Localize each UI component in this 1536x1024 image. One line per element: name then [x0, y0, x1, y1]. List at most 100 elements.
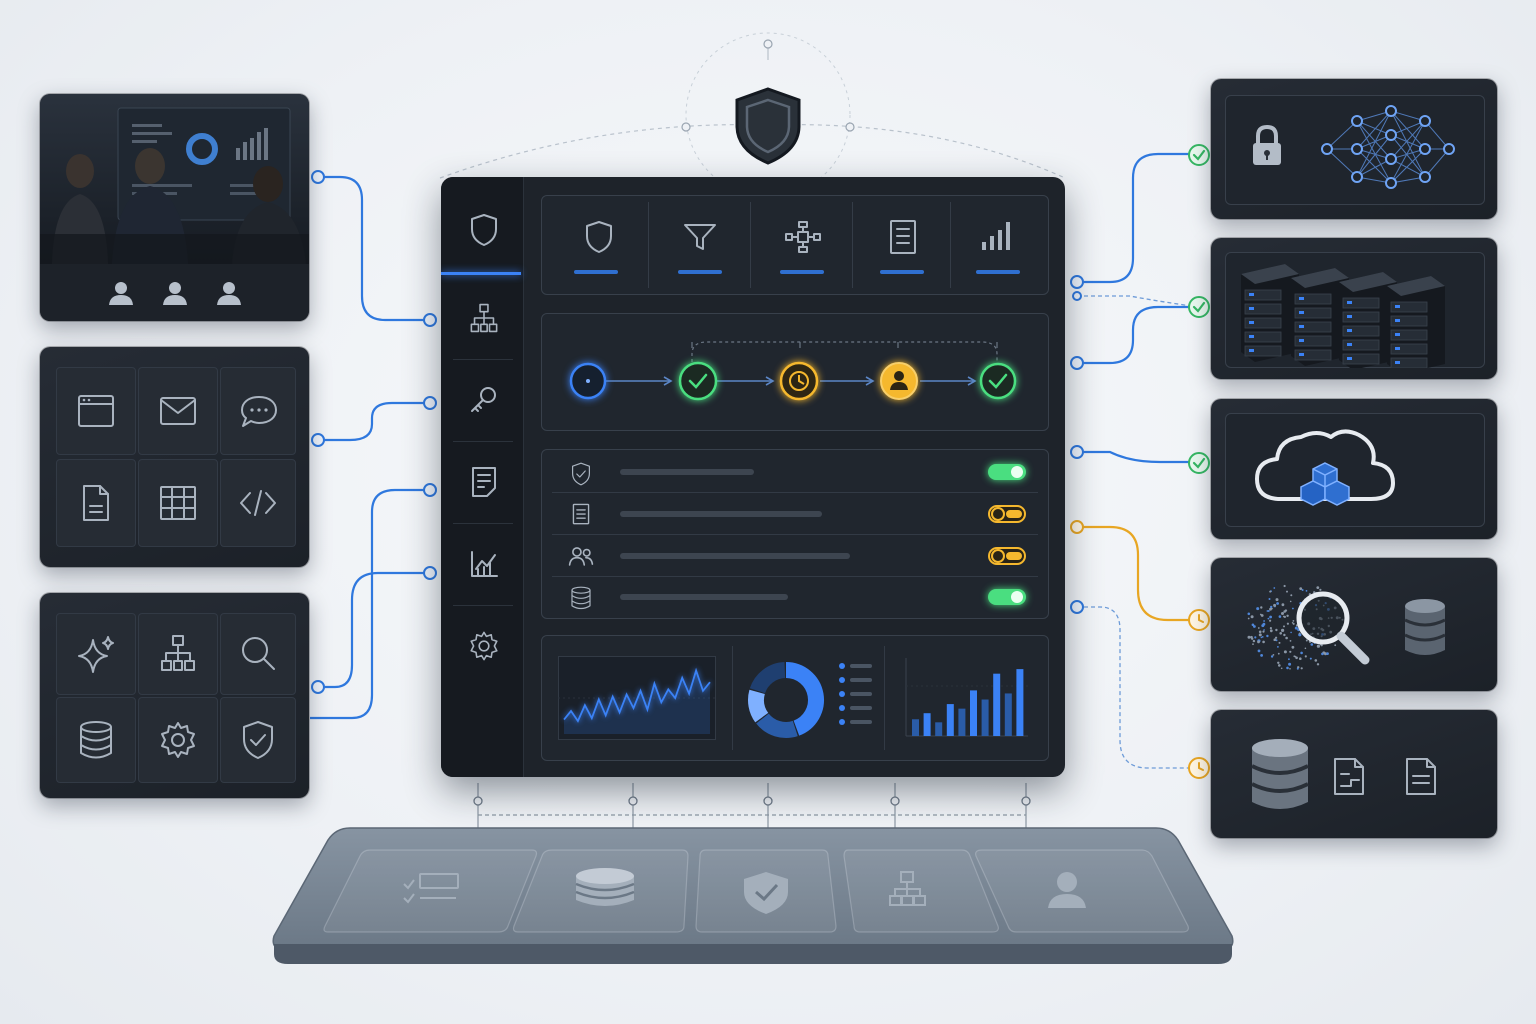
line-chart — [558, 656, 716, 740]
data-point — [1273, 603, 1277, 607]
data-point — [1257, 649, 1261, 653]
sidebar-item-key[interactable] — [453, 359, 513, 442]
browser-tile[interactable] — [56, 367, 136, 455]
data-point — [1282, 615, 1285, 618]
data-point — [1316, 586, 1320, 589]
workflow-approved-node[interactable] — [678, 361, 718, 401]
ai-tile[interactable] — [56, 613, 136, 695]
data-point — [1291, 645, 1295, 649]
workflow-complete-node[interactable] — [979, 362, 1017, 400]
bar — [946, 704, 954, 736]
workflow-pending-node[interactable] — [779, 361, 819, 401]
data-point — [1290, 594, 1293, 597]
data-point — [1321, 652, 1324, 656]
main-dashboard-panel — [441, 177, 1065, 777]
data-point — [1301, 589, 1304, 591]
server-led — [1249, 307, 1254, 310]
data-point — [1288, 658, 1290, 661]
network-edge — [1356, 110, 1392, 178]
data-point — [1269, 627, 1272, 630]
platform-tile-checklist[interactable] — [323, 849, 538, 933]
data-point — [1267, 617, 1270, 620]
network-node — [1351, 143, 1363, 155]
file-icon — [1406, 758, 1436, 795]
toolbar — [541, 195, 1049, 295]
network-node — [1419, 143, 1431, 155]
line-series — [563, 667, 711, 723]
top-shield-icon — [733, 86, 803, 166]
toolbar-document-button[interactable] — [854, 202, 951, 288]
platform-tile-user[interactable] — [975, 849, 1189, 933]
workflow-start-node[interactable] — [569, 362, 607, 400]
network-edge — [1356, 158, 1392, 178]
toolbar-filter-button[interactable] — [650, 202, 751, 288]
network-edge — [1390, 158, 1426, 178]
mail-tile[interactable] — [138, 367, 218, 455]
data-point — [1269, 629, 1273, 633]
network-node — [1351, 171, 1363, 183]
sidebar-item-document[interactable] — [453, 441, 513, 524]
apps-card — [40, 347, 309, 567]
settings-tile[interactable] — [138, 697, 218, 783]
shield-check-icon — [744, 872, 788, 914]
table-tile[interactable] — [138, 459, 218, 547]
data-point — [1316, 663, 1320, 666]
data-point — [1267, 610, 1270, 612]
legend-label — [850, 720, 872, 724]
sidebar-item-settings[interactable] — [453, 605, 513, 687]
legend-marker — [839, 663, 845, 669]
data-point — [1289, 650, 1292, 653]
workflow-review-node[interactable] — [880, 362, 918, 400]
sidebar-item-analytics[interactable] — [453, 523, 513, 606]
data-point — [1260, 606, 1263, 609]
toggle-switch[interactable] — [988, 547, 1026, 565]
toggle-switch[interactable] — [988, 589, 1026, 605]
server-led — [1299, 311, 1304, 314]
security-network-card — [1211, 79, 1497, 219]
chat-tile[interactable] — [220, 367, 296, 455]
org-tile[interactable] — [138, 613, 218, 695]
search-tile[interactable] — [220, 613, 296, 695]
data-point — [1299, 657, 1302, 660]
bar — [1016, 669, 1024, 736]
data-point — [1326, 652, 1329, 655]
participants-row — [40, 264, 309, 321]
code-tile[interactable] — [220, 459, 296, 547]
workflow-panel — [541, 313, 1049, 431]
data-point — [1258, 633, 1262, 637]
bar — [1004, 693, 1012, 736]
status-clock-icon — [1187, 608, 1211, 632]
data-point — [1309, 657, 1312, 660]
data-point — [1268, 598, 1271, 600]
data-point — [1260, 636, 1263, 639]
database-tile[interactable] — [56, 697, 136, 783]
table-icon — [160, 486, 196, 520]
toolbar-chart-button[interactable] — [952, 202, 1042, 288]
bar — [970, 690, 977, 736]
sidebar-item-shield[interactable] — [441, 177, 523, 275]
data-point — [1266, 610, 1269, 612]
data-point — [1285, 636, 1288, 640]
toolbar-shield-button[interactable] — [548, 202, 649, 288]
legend-label — [850, 706, 872, 710]
document-icon — [472, 467, 496, 497]
data-point — [1247, 635, 1251, 639]
toggle-switch[interactable] — [988, 505, 1026, 523]
sidebar-item-hierarchy[interactable] — [453, 277, 513, 360]
toggle-switch[interactable] — [988, 464, 1026, 480]
network-edge — [1390, 110, 1426, 178]
data-point — [1304, 647, 1307, 650]
security-tile[interactable] — [220, 697, 296, 783]
status-check-icon — [1187, 143, 1211, 167]
platform-tile-hierarchy[interactable] — [843, 849, 999, 933]
toolbar-network-button[interactable] — [752, 202, 853, 288]
network-edge — [1356, 120, 1392, 184]
network-edge — [1390, 120, 1426, 136]
server-led — [1395, 319, 1400, 322]
file-tile[interactable] — [56, 459, 136, 547]
database-icon — [575, 868, 635, 906]
network-edge — [1390, 120, 1426, 184]
data-point — [1269, 619, 1272, 622]
checklist-row — [552, 492, 1038, 535]
data-point — [1247, 612, 1251, 616]
